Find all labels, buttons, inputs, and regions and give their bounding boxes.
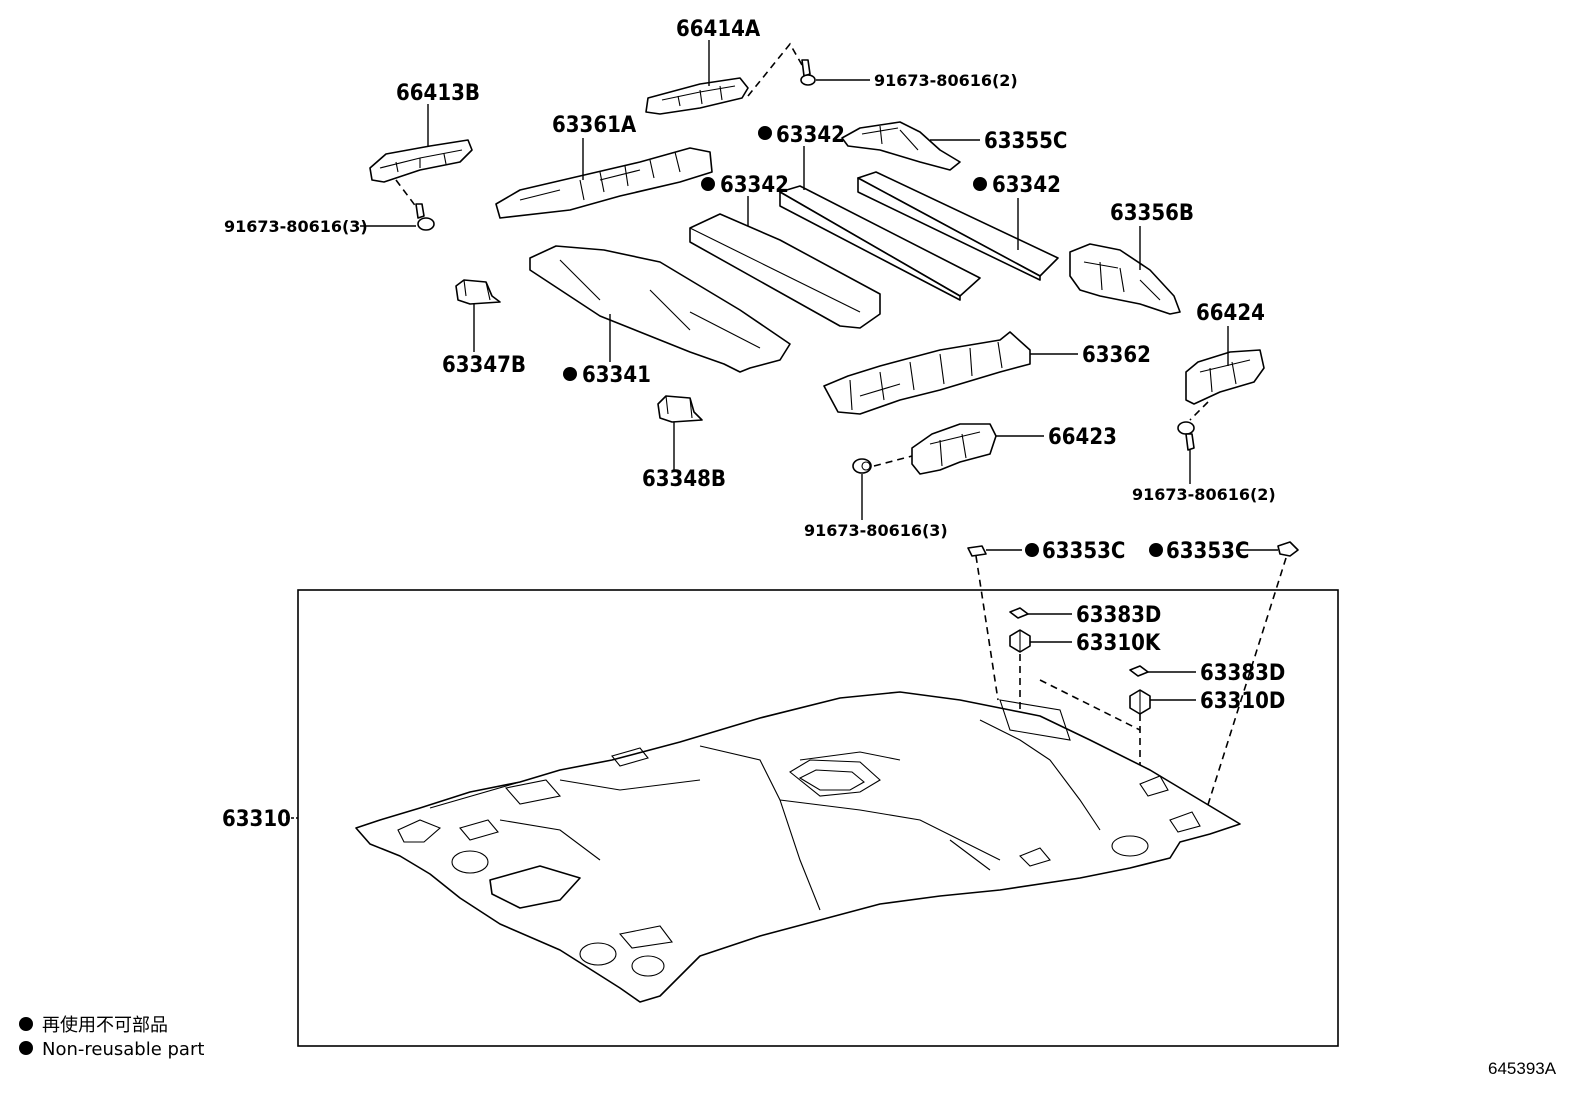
bolt-91673-right: [1177, 421, 1195, 451]
non-reusable-bullet-63341: [563, 367, 577, 381]
label-63341: 63341: [582, 363, 651, 388]
diagram-code: 645393A: [1488, 1059, 1557, 1078]
label-63361A: 63361A: [552, 113, 637, 138]
legend-bullet-english: [19, 1041, 33, 1055]
label-66414A: 66414A: [676, 17, 761, 42]
label-91673-top: 91673-80616(2): [874, 71, 1018, 90]
dash-66423: [873, 455, 913, 467]
label-91673-left: 91673-80616(3): [224, 217, 368, 236]
label-91673-right: 91673-80616(2): [1132, 485, 1276, 504]
part-66413B: [369, 139, 473, 183]
part-63383D-b: [1129, 665, 1149, 677]
dash-66424: [1189, 401, 1209, 421]
label-66424: 66424: [1196, 301, 1265, 326]
part-63348B: [657, 395, 703, 423]
label-63348B: 63348B: [642, 467, 726, 492]
non-reusable-bullet-63353C-a: [1025, 543, 1039, 557]
part-63342-c: [857, 171, 1059, 281]
label-63353C-a: 63353C: [1042, 539, 1125, 564]
part-63362: [823, 331, 1031, 415]
part-66414A: [645, 77, 749, 115]
dash-headliner-upper: [1039, 679, 1141, 731]
label-63353C-b: 63353C: [1166, 539, 1249, 564]
label-66423: 66423: [1048, 425, 1117, 450]
label-63383D-a: 63383D: [1076, 603, 1161, 628]
dash-66413B: [395, 179, 421, 213]
bolt-91673-center: [852, 458, 872, 474]
part-63353C-b: [1277, 541, 1299, 557]
dash-63353C-a: [975, 555, 999, 701]
non-reusable-bullet-63353C-b: [1149, 543, 1163, 557]
label-91673-center: 91673-80616(3): [804, 521, 948, 540]
part-63310-headliner: [355, 691, 1241, 1003]
part-63356B: [1069, 243, 1181, 315]
part-63310D: [1129, 689, 1151, 715]
part-63353C-a: [967, 545, 987, 557]
part-66424: [1185, 349, 1265, 405]
label-63355C: 63355C: [984, 129, 1067, 154]
part-63341: [529, 245, 791, 373]
part-66423: [911, 423, 997, 475]
label-63342-a: 63342: [776, 123, 845, 148]
label-63342-b: 63342: [720, 173, 789, 198]
label-63347B: 63347B: [442, 353, 526, 378]
label-63310D: 63310D: [1200, 689, 1285, 714]
bolt-91673-left: [415, 203, 435, 231]
label-63310K: 63310K: [1076, 631, 1161, 656]
part-63342-b: [689, 213, 881, 329]
part-63355C: [841, 121, 961, 171]
label-63342-c: 63342: [992, 173, 1061, 198]
legend: 再使用不可部品 Non-reusable part: [19, 1015, 204, 1060]
non-reusable-bullet-63342-a: [758, 126, 772, 140]
label-63310: 63310: [222, 807, 291, 832]
non-reusable-bullet-63342-b: [701, 177, 715, 191]
dash-66414A: [747, 42, 807, 97]
legend-bullet-japanese: [19, 1017, 33, 1031]
legend-english: Non-reusable part: [42, 1039, 204, 1060]
label-66413B: 66413B: [396, 81, 480, 106]
label-63383D-b: 63383D: [1200, 661, 1285, 686]
part-63310K: [1009, 629, 1031, 653]
non-reusable-bullet-63342-c: [973, 177, 987, 191]
legend-japanese: 再使用不可部品: [42, 1015, 168, 1036]
bolt-91673-top: [800, 59, 816, 86]
label-63362: 63362: [1082, 343, 1151, 368]
label-63356B: 63356B: [1110, 201, 1194, 226]
part-63342-a: [779, 185, 981, 301]
part-63383D-a: [1009, 607, 1029, 619]
part-63347B: [455, 279, 501, 305]
part-63361A: [495, 147, 713, 219]
